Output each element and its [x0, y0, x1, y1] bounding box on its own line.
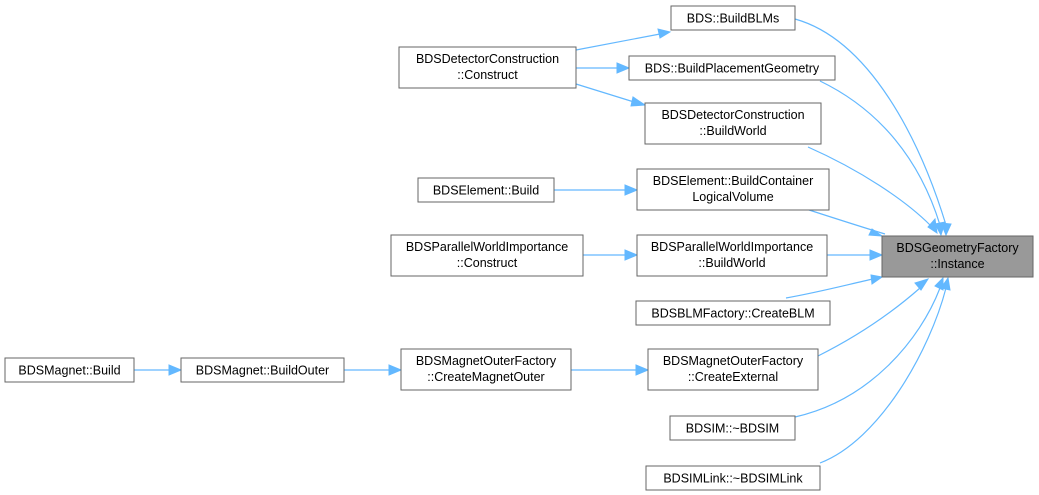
edge-bdsim-to-instance: [794, 287, 941, 418]
node-box: [628, 55, 836, 81]
edge-detectorbuildworld-to-instance: [807, 146, 931, 226]
node-label-line1: BDSParallelWorldImportance: [406, 240, 568, 254]
node-element-buildcontainerlogicalvolume[interactable]: BDSElement::BuildContainer LogicalVolume: [636, 168, 830, 211]
node-element-build[interactable]: BDSElement::Build: [417, 177, 555, 203]
arrowhead: [624, 184, 639, 196]
node-box: [670, 5, 796, 31]
node-label: BDSElement::Build: [433, 184, 539, 198]
node-box: [645, 465, 821, 491]
node-label: BDSMagnet::Build: [18, 364, 120, 378]
node-magnetouterfactory-createexternal[interactable]: BDSMagnetOuterFactory ::CreateExternal: [647, 348, 819, 391]
node-box: [398, 46, 577, 89]
arrowhead: [869, 249, 884, 261]
node-bds-buildblms[interactable]: BDS::BuildBLMs: [670, 5, 796, 31]
arrowhead: [630, 96, 647, 107]
node-box: [180, 357, 345, 383]
node-label: BDS::BuildPlacementGeometry: [645, 62, 820, 76]
edge-detectorconstruct-to-buildblms: [575, 33, 661, 51]
node-box: [636, 234, 828, 277]
node-box: [636, 168, 830, 211]
arrowhead: [635, 364, 650, 376]
edge-bdsimlink-to-instance: [819, 287, 947, 464]
node-label: BDSBLMFactory::CreateBLM: [651, 307, 814, 321]
arrowhead: [168, 364, 183, 376]
node-box: [669, 415, 796, 441]
node-label-line2: ::CreateMagnetOuter: [427, 370, 544, 384]
node-label-line1: BDSMagnetOuterFactory: [663, 354, 804, 368]
node-label: BDSMagnet::BuildOuter: [196, 364, 329, 378]
node-magnetouterfactory-createmagnetouter[interactable]: BDSMagnetOuterFactory ::CreateMagnetOute…: [400, 348, 572, 391]
node-geometryfactory-instance[interactable]: BDSGeometryFactory ::Instance: [881, 235, 1034, 278]
node-label-line1: BDSMagnetOuterFactory: [416, 354, 557, 368]
node-box: [881, 235, 1034, 278]
node-bds-buildplacementgeometry[interactable]: BDS::BuildPlacementGeometry: [628, 55, 836, 81]
arrowhead: [616, 62, 631, 74]
node-magnet-build[interactable]: BDSMagnet::Build: [4, 357, 135, 383]
node-label-line2: ::Construct: [457, 68, 518, 82]
node-label-line1: BDSElement::BuildContainer: [653, 174, 814, 188]
node-parallelworldimportance-buildworld[interactable]: BDSParallelWorldImportance ::BuildWorld: [636, 234, 828, 277]
edge-createexternal-to-instance: [817, 287, 921, 357]
node-blmfactory-createblm[interactable]: BDSBLMFactory::CreateBLM: [635, 300, 831, 326]
node-label: BDS::BuildBLMs: [687, 12, 779, 26]
node-label: BDSIMLink::~BDSIMLink: [663, 472, 803, 486]
node-label-line1: BDSGeometryFactory: [896, 241, 1019, 255]
arrowhead: [870, 274, 884, 285]
arrowhead: [388, 364, 403, 376]
node-label: BDSIM::~BDSIM: [686, 422, 779, 436]
arrowhead: [934, 221, 946, 237]
node-label-line1: BDSParallelWorldImportance: [651, 240, 813, 254]
arrowhead: [940, 276, 951, 291]
node-box: [417, 177, 555, 203]
node-parallelworldimportance-construct[interactable]: BDSParallelWorldImportance ::Construct: [390, 234, 584, 277]
edge-buildblms-to-instance: [794, 18, 947, 226]
node-label-line2: ::BuildWorld: [699, 124, 766, 138]
node-box: [647, 348, 819, 391]
arrowhead: [624, 249, 639, 261]
arrowheads: [168, 28, 952, 376]
arrowhead: [927, 217, 938, 235]
node-detectorconstruction-buildworld[interactable]: BDSDetectorConstruction ::BuildWorld: [644, 102, 822, 145]
edge-detectorconstruct-to-detectorbuildworld: [575, 83, 635, 103]
node-label-line2: LogicalVolume: [692, 190, 773, 204]
node-label-line2: ::Construct: [457, 256, 518, 270]
node-bdsim-destructor[interactable]: BDSIM::~BDSIM: [669, 415, 796, 441]
arrowhead: [868, 228, 884, 237]
node-label-line1: BDSDetectorConstruction: [661, 108, 804, 122]
arrowhead: [657, 28, 672, 39]
arrowhead: [914, 278, 930, 291]
node-label-line2: ::Instance: [930, 257, 984, 271]
edge-buildplacement-to-instance: [819, 80, 941, 226]
node-box: [400, 348, 572, 391]
node-box: [644, 102, 822, 145]
edges: [134, 18, 947, 464]
node-magnet-buildouter[interactable]: BDSMagnet::BuildOuter: [180, 357, 345, 383]
node-label-line1: BDSDetectorConstruction: [416, 52, 559, 66]
arrowhead: [934, 276, 944, 291]
edge-elementbuildcontainer-to-instance: [805, 208, 886, 235]
node-box: [390, 234, 584, 277]
node-box: [4, 357, 135, 383]
node-label-line2: ::BuildWorld: [698, 256, 765, 270]
edge-blm-to-instance: [785, 278, 874, 299]
node-bdsimlink-destructor[interactable]: BDSIMLink::~BDSIMLink: [645, 465, 821, 491]
node-box: [635, 300, 831, 326]
node-detectorconstruction-construct[interactable]: BDSDetectorConstruction ::Construct: [398, 46, 577, 89]
node-label-line2: ::CreateExternal: [688, 370, 778, 384]
